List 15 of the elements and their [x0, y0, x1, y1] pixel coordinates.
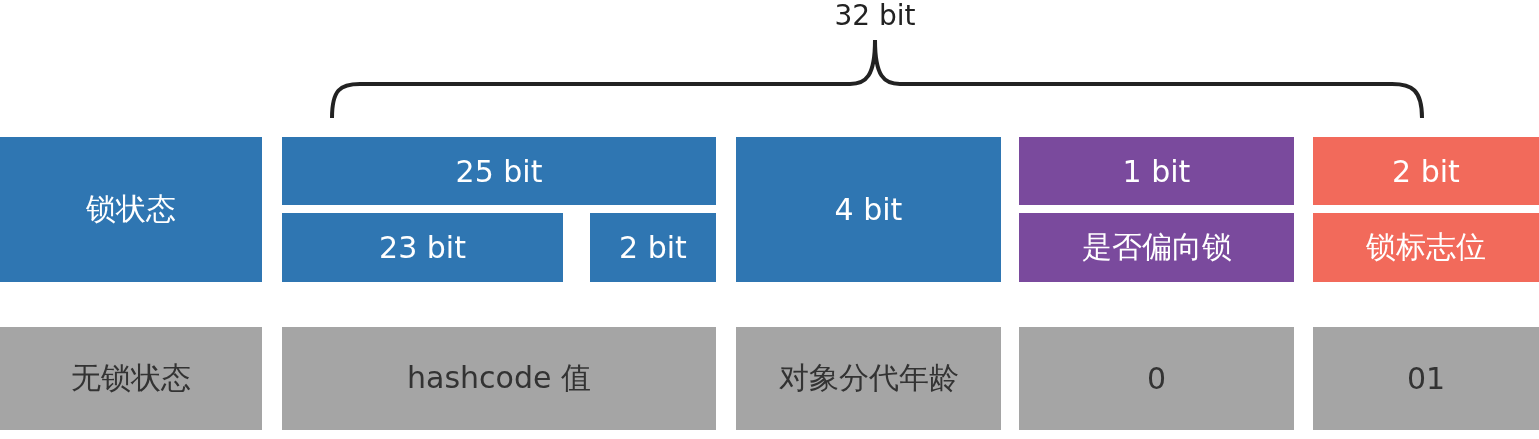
value-box: 0 — [1019, 327, 1294, 430]
bit-width-label: 32 bit — [833, 0, 917, 32]
field-box: 4 bit — [736, 137, 1001, 282]
field-box: 25 bit — [282, 137, 716, 205]
value-box: hashcode 值 — [282, 327, 716, 430]
field-box: 锁状态 — [0, 137, 262, 282]
field-box: 23 bit — [282, 213, 563, 282]
field-box: 2 bit — [1313, 137, 1539, 205]
field-box: 2 bit — [590, 213, 716, 282]
value-box: 01 — [1313, 327, 1539, 430]
field-box: 锁标志位 — [1313, 213, 1539, 282]
value-box: 对象分代年龄 — [736, 327, 1001, 430]
field-box: 是否偏向锁 — [1019, 213, 1294, 282]
field-box: 1 bit — [1019, 137, 1294, 205]
value-box: 无锁状态 — [0, 327, 262, 430]
